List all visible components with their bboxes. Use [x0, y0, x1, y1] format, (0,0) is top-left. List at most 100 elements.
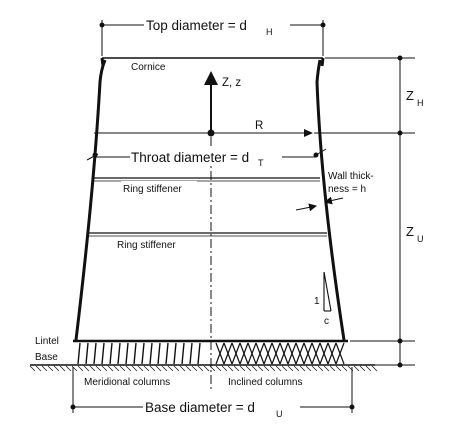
- ring-stiffener-lower-bg: [116, 237, 192, 251]
- ground-hatch-line: [359, 365, 366, 372]
- ground-hatch-line: [371, 365, 378, 372]
- meridional-column: [77, 342, 81, 365]
- ground-hatch-line: [209, 365, 216, 372]
- meridional-column: [181, 342, 185, 365]
- meridional-column: [173, 342, 177, 365]
- ground-hatch-line: [137, 365, 144, 372]
- meridional-column: [141, 342, 145, 365]
- radius-label: R: [255, 120, 263, 132]
- ground-hatch-line: [119, 365, 126, 372]
- right-dim-dot-top: [397, 55, 403, 61]
- right-dim-dot-lintel: [397, 338, 403, 344]
- ground-hatch-line: [107, 365, 114, 372]
- slope-one-label: 1: [314, 296, 320, 307]
- zu-subscript: U: [417, 234, 424, 244]
- ground-hatch-line: [191, 365, 198, 372]
- inclined-column: [287, 342, 297, 365]
- ground-hatch-line: [221, 365, 228, 372]
- inclined-column: [271, 342, 281, 365]
- ground-hatch-line: [161, 365, 168, 372]
- ground-hatch-line: [305, 365, 312, 372]
- ground-hatch-line: [53, 365, 60, 372]
- inclined-column: [327, 342, 337, 365]
- ground-hatch-line: [143, 365, 150, 372]
- inclined-column: [263, 342, 273, 365]
- ground-hatch-line: [239, 365, 246, 372]
- ground-hatch-line: [29, 365, 36, 372]
- wall-thickness-label-line2: ness = h: [328, 184, 366, 195]
- inclined-column: [255, 342, 265, 365]
- zu-label: Z: [406, 224, 414, 239]
- ground-hatch-line: [197, 365, 204, 372]
- ground-hatch-line: [179, 365, 186, 372]
- base-label: Base: [35, 352, 58, 363]
- inclined-column: [295, 342, 305, 365]
- ground-hatch-line: [317, 365, 324, 372]
- right-dim-dot-throat: [397, 130, 403, 136]
- slope-hypotenuse: [323, 271, 332, 312]
- ground-hatch-line: [299, 365, 306, 372]
- zh-label: Z: [406, 88, 414, 103]
- shell-right-wall: [315, 59, 346, 341]
- inclined-column: [231, 342, 241, 365]
- meridional-column: [109, 342, 113, 365]
- base-dim-dot-left: [70, 404, 76, 410]
- base-columns: [77, 342, 345, 365]
- throat-dim-dot-left: [92, 152, 98, 158]
- ground-hatch-line: [287, 365, 294, 372]
- ground-hatch-line: [167, 365, 174, 372]
- ground-hatch-line: [77, 365, 84, 372]
- ring-stiffener-upper-bg: [121, 181, 197, 195]
- meridional-column: [189, 342, 193, 365]
- meridional-column: [85, 342, 89, 365]
- ground-hatch-line: [89, 365, 96, 372]
- top-diameter-label: Top diameter = d: [146, 18, 247, 33]
- ground-hatch-line: [155, 365, 162, 372]
- throat-label-bg: [130, 147, 280, 164]
- ground-hatch-line: [101, 365, 108, 372]
- ground-hatching: [29, 365, 378, 372]
- inclined-columns-label: Inclined columns: [228, 377, 302, 388]
- ground-hatch-line: [83, 365, 90, 372]
- top-diameter-subscript: H: [266, 27, 273, 37]
- inclined-column: [239, 342, 249, 365]
- meridional-column: [125, 342, 129, 365]
- ground-hatch-line: [47, 365, 54, 372]
- radius-arrow-head: [304, 129, 313, 137]
- ring-stiffener-lower-label: Ring stiffener: [117, 240, 176, 251]
- ground-hatch-line: [113, 365, 120, 372]
- ground-hatch-line: [71, 365, 78, 372]
- ground-hatch-line: [281, 365, 288, 372]
- ground-hatch-line: [173, 365, 180, 372]
- ground-hatch-line: [149, 365, 156, 372]
- inclined-column: [215, 342, 225, 365]
- shell-left-wall: [74, 59, 107, 341]
- zu-label-bg: [404, 220, 434, 242]
- axis-label: Z, z: [222, 77, 241, 89]
- ground-hatch-line: [35, 365, 42, 372]
- ground-hatch-line: [203, 365, 210, 372]
- ground-hatch-line: [293, 365, 300, 372]
- throat-diameter-label: Throat diameter = d: [131, 150, 249, 165]
- ground-hatch-line: [251, 365, 258, 372]
- ring-stiffener-upper-label: Ring stiffener: [123, 184, 182, 195]
- meridional-column: [197, 342, 201, 365]
- ground-hatch-line: [335, 365, 342, 372]
- ground-hatch-line: [245, 365, 252, 372]
- wall-thickness-arrow-inner: [295, 203, 317, 212]
- top-dim-dot-left: [99, 22, 105, 28]
- ground-hatch-line: [215, 365, 222, 372]
- ground-hatch-line: [233, 365, 240, 372]
- ground-hatch-line: [95, 365, 102, 372]
- ground-hatch-line: [65, 365, 72, 372]
- meridional-column: [157, 342, 161, 365]
- wall-thickness-arrow-outer: [324, 196, 344, 205]
- cornice-label: Cornice: [131, 62, 166, 73]
- slope-c-label: c: [324, 316, 329, 327]
- meridional-column: [101, 342, 105, 365]
- cornice-left-lip: [100, 57, 105, 67]
- lintel-label: Lintel: [35, 336, 59, 347]
- zh-label-bg: [404, 84, 434, 106]
